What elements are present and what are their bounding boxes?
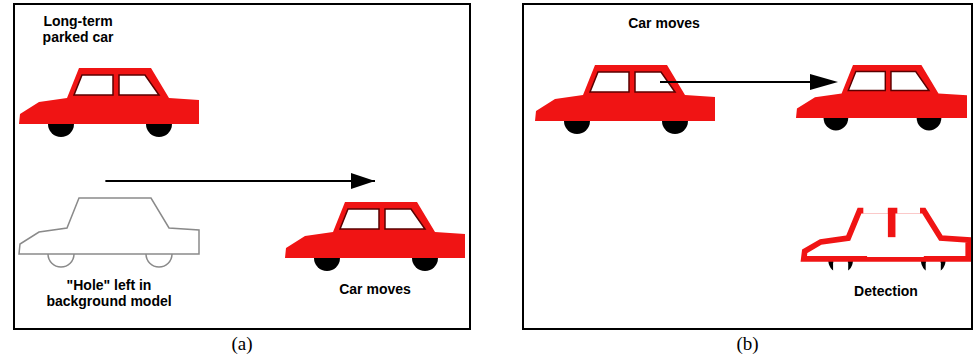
- car-label: Car moves: [339, 281, 411, 297]
- background-hole-figure: "Hole" left in background model: [18, 181, 200, 309]
- panel-caption: (a): [15, 333, 469, 355]
- moved-car-figure: Car moves: [283, 181, 467, 297]
- row-heading: Car moves: [584, 15, 744, 31]
- figure-panel: Detection(b)Car moves: [522, 3, 973, 330]
- figure-panel: Long-term parked car "Hole" left in backg…: [13, 3, 471, 330]
- car-drawing: [18, 65, 200, 139]
- detection-figure: Detection: [800, 205, 972, 299]
- panel-caption: (b): [524, 333, 971, 355]
- car-drawing: [800, 205, 972, 275]
- car-label: Detection: [854, 283, 918, 299]
- car-drawing: [284, 199, 466, 273]
- motion-arrow: [105, 180, 375, 182]
- parked-car-figure: Long-term parked car: [18, 13, 200, 139]
- car-label: Long-term parked car: [28, 13, 128, 45]
- car-label: "Hole" left in background model: [34, 277, 184, 309]
- car-drawing: [18, 195, 200, 269]
